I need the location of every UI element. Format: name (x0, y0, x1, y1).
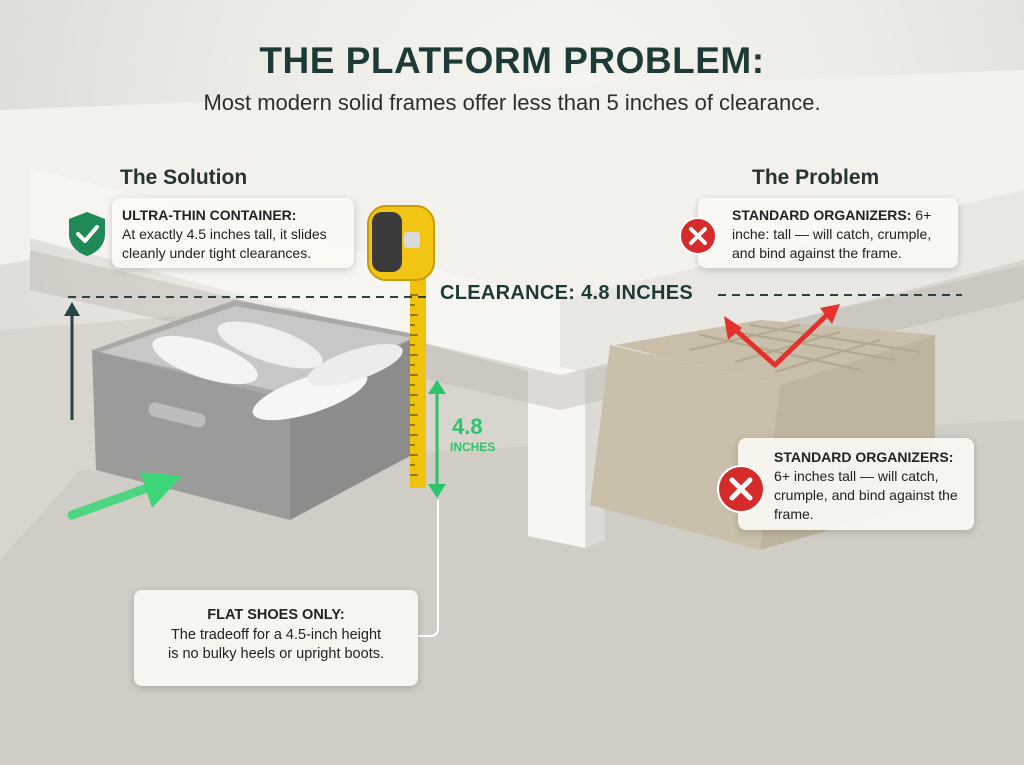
slide-arrow-line (67, 482, 155, 520)
tape-measure-strap (372, 212, 402, 272)
shield-check-icon (66, 210, 108, 258)
tape-blade (410, 278, 426, 488)
clearance-label: CLEARANCE: 4.8 INCHES (440, 282, 693, 304)
container-handle (148, 402, 206, 428)
tradeoff-text-line1: The tradeoff for a 4.5-inch height (170, 626, 382, 643)
solution-section-label: The Solution (120, 166, 248, 189)
problem-section-label: The Problem (752, 166, 880, 189)
tradeoff-text-line2: is no bulky heels or upright boots. (167, 646, 384, 663)
problem-card-top: STANDARD ORGANIZERS: 6+ inche: tall — wi… (698, 198, 958, 268)
page-title: THE PLATFORM PROBLEM: (259, 40, 765, 81)
problem-card-side-text: 6+ inches tall — will catch, crumple, an… (774, 467, 958, 522)
problem-card-top-heading: STANDARD ORGANIZERS: (732, 207, 912, 223)
shoe (152, 335, 258, 385)
problem-card-side: STANDARD ORGANIZERS: 6+ inches tall — wi… (738, 438, 974, 530)
solution-card-text: At exactly 4.5 inches tall, it slides cl… (122, 225, 327, 261)
x-circle-icon (678, 216, 718, 256)
grey-container-front (92, 350, 290, 520)
grey-container-side (290, 335, 425, 520)
problem-card-side-heading: STANDARD ORGANIZERS: (774, 449, 954, 465)
measurement-unit: INCHES (450, 440, 496, 454)
tradeoff-connector (418, 500, 439, 637)
solution-card: ULTRA-THIN CONTAINER: At exactly 4.5 inc… (112, 198, 354, 268)
bed-leg-left (0, 160, 30, 265)
height-arrow-head (64, 302, 80, 316)
problem-card-top-text: 6+ inche: tall — will catch, crumple, an… (732, 207, 932, 261)
tape-measure-button (404, 232, 420, 248)
page-subtitle: Most modern solid frames offer less than… (203, 90, 821, 115)
tradeoff-heading: FLAT SHOES ONLY: (207, 607, 345, 623)
measurement-value: 4.8 (452, 414, 483, 439)
bind-arrow-head-left (724, 316, 742, 340)
bind-arrow-head-right (820, 304, 840, 324)
tradeoff-card: FLAT SHOES ONLY: The tradeoff for a 4.5-… (134, 590, 418, 686)
bind-arrow (728, 310, 832, 368)
beige-organizer-top (615, 320, 935, 385)
measure-arrow-bottom (428, 484, 446, 498)
bed-leg-center (528, 360, 585, 548)
slide-arrow-head (140, 472, 182, 508)
measure-arrow-top (428, 380, 446, 394)
shoe (217, 321, 323, 369)
tape-ticks (410, 294, 418, 476)
x-circle-icon (716, 464, 766, 514)
shoe (307, 343, 403, 387)
solution-card-heading: ULTRA-THIN CONTAINER: (122, 207, 297, 223)
